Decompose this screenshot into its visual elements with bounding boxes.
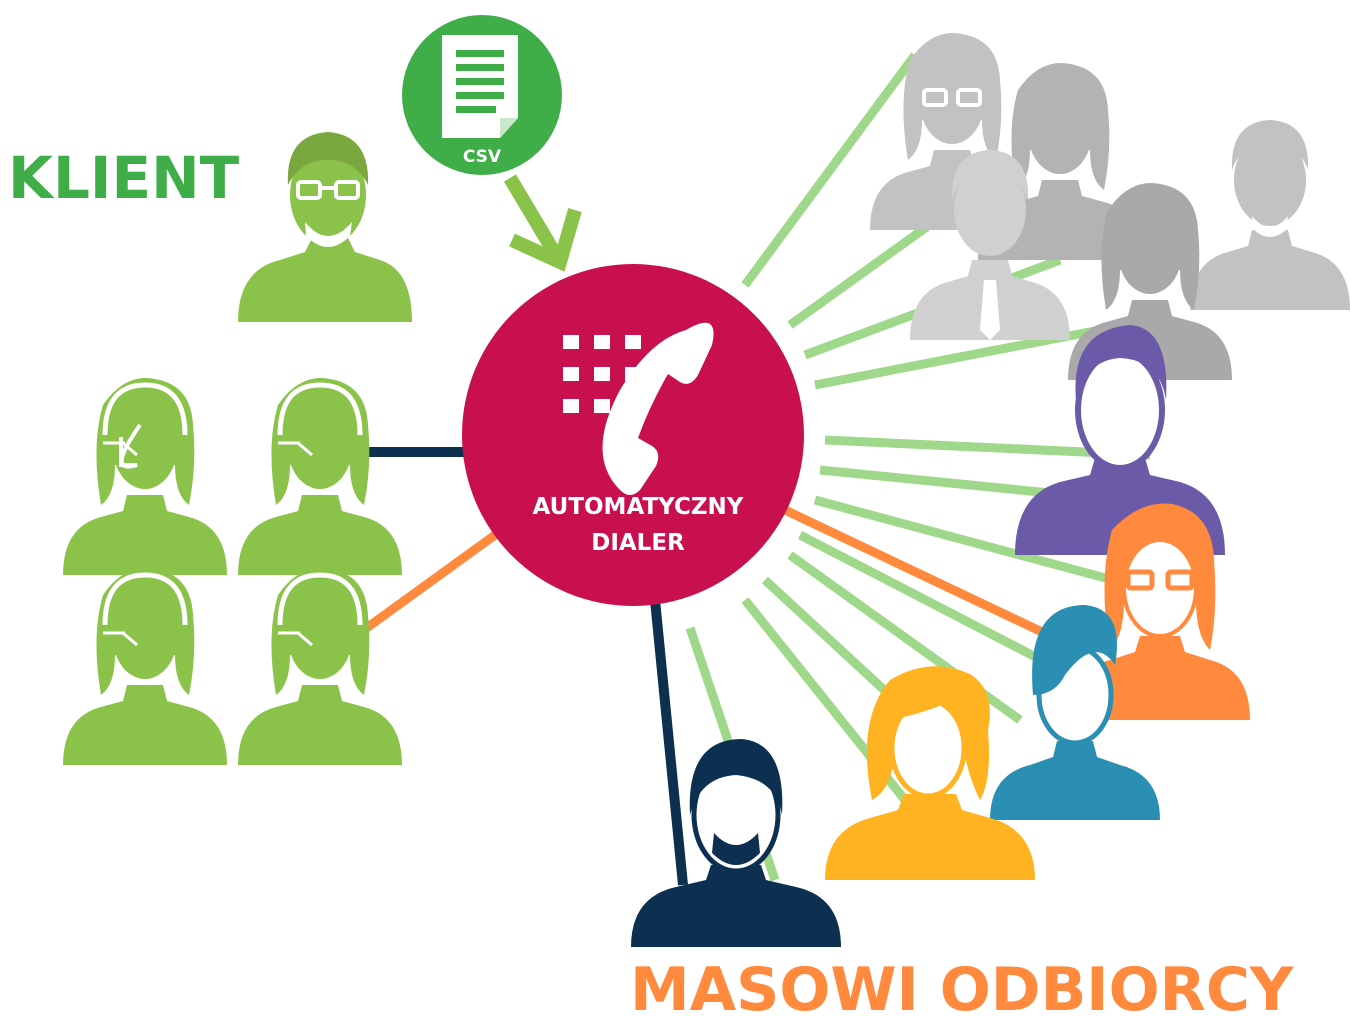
csv-arrow-icon — [503, 174, 582, 272]
klient-label: KLIENT — [8, 144, 240, 212]
navy-recipient — [631, 739, 841, 947]
agent-person — [63, 378, 227, 575]
phone-handset-icon — [602, 322, 714, 495]
agent-person — [238, 568, 402, 765]
grey-recipients — [870, 33, 1350, 380]
csv-badge: CSV — [402, 15, 562, 175]
recipient-person — [910, 150, 1070, 340]
connection-line — [741, 52, 919, 288]
recipient-person — [1190, 120, 1350, 310]
active-call-line-orange — [783, 505, 1082, 655]
agent-line-orange — [347, 531, 498, 644]
csv-file-icon — [442, 35, 518, 138]
orange-recipient — [1070, 503, 1250, 720]
teal-recipient — [990, 605, 1160, 820]
recipients-label: MASOWI ODBIORCY — [630, 955, 1295, 1016]
connection-line — [813, 495, 1152, 595]
dialer-label-line1: AUTOMATYCZNY — [533, 494, 744, 520]
agents-group — [63, 378, 402, 765]
yellow-recipient — [825, 666, 1035, 880]
agent-person — [63, 568, 227, 765]
recipient-person — [870, 33, 1034, 230]
dialer-label-line2: DIALER — [591, 530, 685, 556]
active-call-line-navy — [650, 599, 688, 886]
client-person — [238, 132, 412, 322]
dialer-hub: AUTOMATYCZNY DIALER — [462, 264, 804, 606]
csv-label: CSV — [463, 147, 502, 167]
agent-person — [238, 378, 402, 575]
